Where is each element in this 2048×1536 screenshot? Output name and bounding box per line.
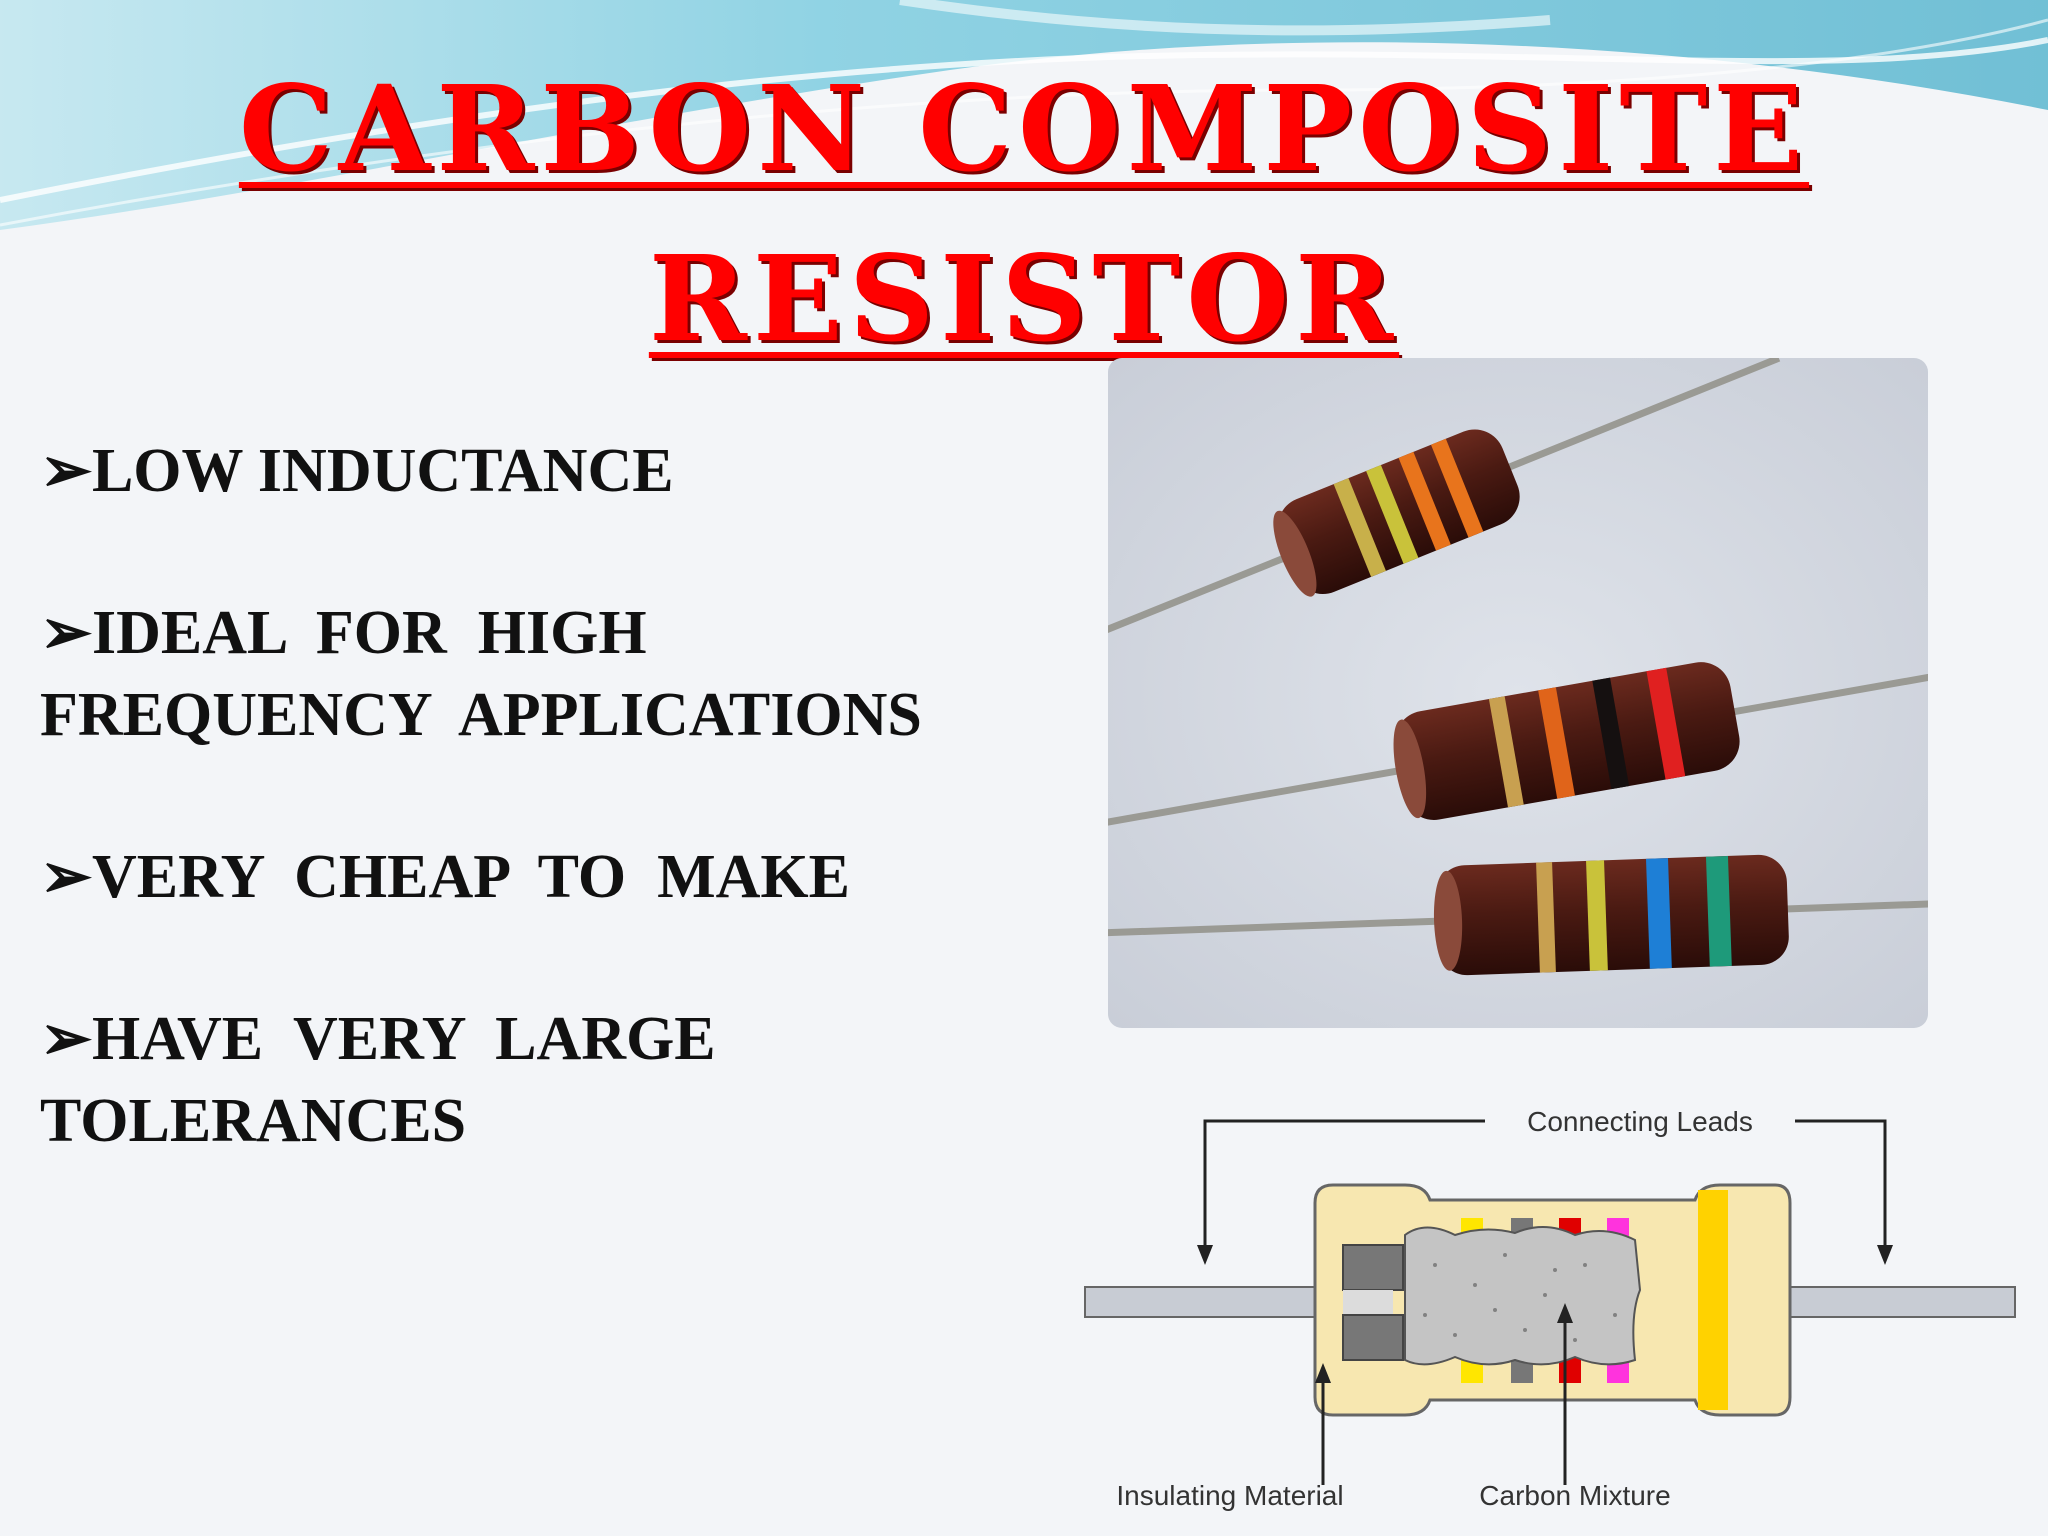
connecting-leads-label: Connecting Leads [1527, 1106, 1753, 1137]
bullet-item: ➢IDEAL FOR HIGH FREQUENCY APPLICATIONS [40, 599, 922, 749]
insulating-material-label: Insulating Material [1116, 1480, 1343, 1511]
resistors-photo [1108, 358, 1928, 1028]
bullet-item: ➢VERY CHEAP TO MAKE [40, 843, 850, 911]
slide-title-line1: CARBON COMPOSITE [238, 59, 1810, 198]
bullet-item: ➢LOW INDUCTANCE [40, 437, 674, 505]
background-swoosh [0, 0, 2048, 230]
resistor-cutaway-diagram: Connecting Leads Insulating Material Car… [1084, 1106, 2016, 1511]
bullet-item: ➢HAVE VERY LARGE TOLERANCES [40, 1005, 716, 1155]
slide-title-line2: RESISTOR [648, 229, 1400, 368]
carbon-mixture [1404, 1225, 1642, 1366]
right-lead [1774, 1286, 2016, 1318]
bullet-list: ➢LOW INDUCTANCE ➢IDEAL FOR HIGH FREQUENC… [40, 430, 1080, 1242]
left-lead [1084, 1286, 1326, 1318]
carbon-mixture-label: Carbon Mixture [1479, 1480, 1670, 1511]
